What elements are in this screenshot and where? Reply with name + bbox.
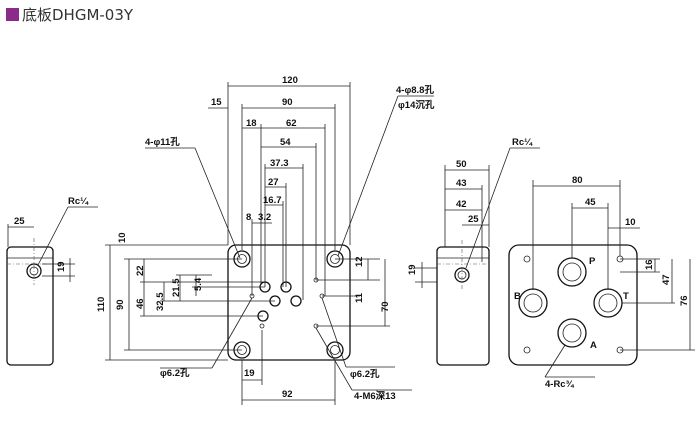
- bottom-dim-76: 76: [679, 295, 690, 306]
- page-title: 底板DHGM-03Y: [6, 3, 133, 25]
- dim-12: 12: [354, 256, 365, 267]
- dim-22: 22: [135, 265, 146, 276]
- dim-62: 62: [286, 118, 297, 129]
- dim-27: 27: [268, 177, 279, 188]
- left-port-label: Rc¼: [68, 196, 89, 207]
- dim-37-3: 37.3: [270, 158, 289, 169]
- bottom-dim-45: 45: [585, 197, 596, 208]
- dim-10-v: 10: [117, 232, 128, 243]
- dim-32-5: 32.5: [155, 292, 166, 311]
- dim-54: 54: [280, 137, 291, 148]
- dim-15: 15: [211, 97, 222, 108]
- port-B-label: B: [514, 291, 521, 302]
- dim-19-b: 19: [244, 368, 255, 379]
- bottom-view: P B T A 80 45 10 16 47 76 4-Rc¾: [508, 175, 695, 390]
- dim-21-5: 21.5: [171, 278, 182, 297]
- front-view: 120 15 90 18 62 54 37.3 27 16.7 8 3.2: [96, 75, 435, 405]
- dim-8: 8: [246, 212, 251, 223]
- port-T-label: T: [623, 291, 629, 302]
- port-A-label: A: [590, 340, 597, 351]
- dim-3-2: 3.2: [258, 212, 271, 223]
- right-dim-42: 42: [456, 199, 467, 210]
- dim-120: 120: [282, 75, 298, 86]
- right-side-view: 50 43 42 25 19 Rc¼: [407, 137, 540, 366]
- bottom-dim-10: 10: [625, 217, 636, 228]
- callout-4-phi8-8: 4-φ8.8孔: [396, 84, 434, 96]
- port-P-label: P: [589, 256, 596, 267]
- dim-110: 110: [96, 297, 107, 312]
- left-side-view: 25 19 Rc¼: [6, 196, 98, 366]
- callout-phi14: φ14沉孔: [398, 99, 435, 111]
- callout-phi6-2-right: φ6.2孔: [350, 368, 380, 380]
- callout-4-phi11: 4-φ11孔: [145, 136, 180, 148]
- right-port-label: Rc¼: [512, 137, 533, 148]
- bottom-dim-47: 47: [661, 274, 672, 285]
- bottom-dim-80: 80: [572, 175, 583, 186]
- dim-70: 70: [380, 301, 391, 312]
- dim-92: 92: [282, 389, 293, 400]
- dim-11: 11: [354, 292, 365, 303]
- right-dim-43: 43: [456, 178, 467, 189]
- dim-16-7: 16.7: [263, 195, 282, 206]
- bottom-dim-16: 16: [644, 259, 655, 270]
- dim-18: 18: [246, 118, 257, 129]
- left-dim-25: 25: [14, 216, 25, 227]
- callout-4-m6: 4-M6深13: [354, 390, 396, 402]
- right-dim-19: 19: [407, 264, 418, 275]
- callout-phi6-2-left: φ6.2孔: [160, 367, 190, 379]
- left-dim-19: 19: [56, 261, 67, 272]
- dim-5-4: 5.4: [193, 277, 204, 291]
- title-text: 底板DHGM-03Y: [22, 5, 134, 24]
- right-dim-25: 25: [468, 214, 479, 225]
- dim-46: 46: [135, 298, 146, 309]
- right-dim-50: 50: [456, 159, 467, 170]
- dim-90: 90: [282, 97, 293, 108]
- title-marker-icon: [6, 7, 19, 21]
- bottom-port-label: 4-Rc¾: [545, 379, 575, 390]
- dim-90-v: 90: [115, 299, 126, 310]
